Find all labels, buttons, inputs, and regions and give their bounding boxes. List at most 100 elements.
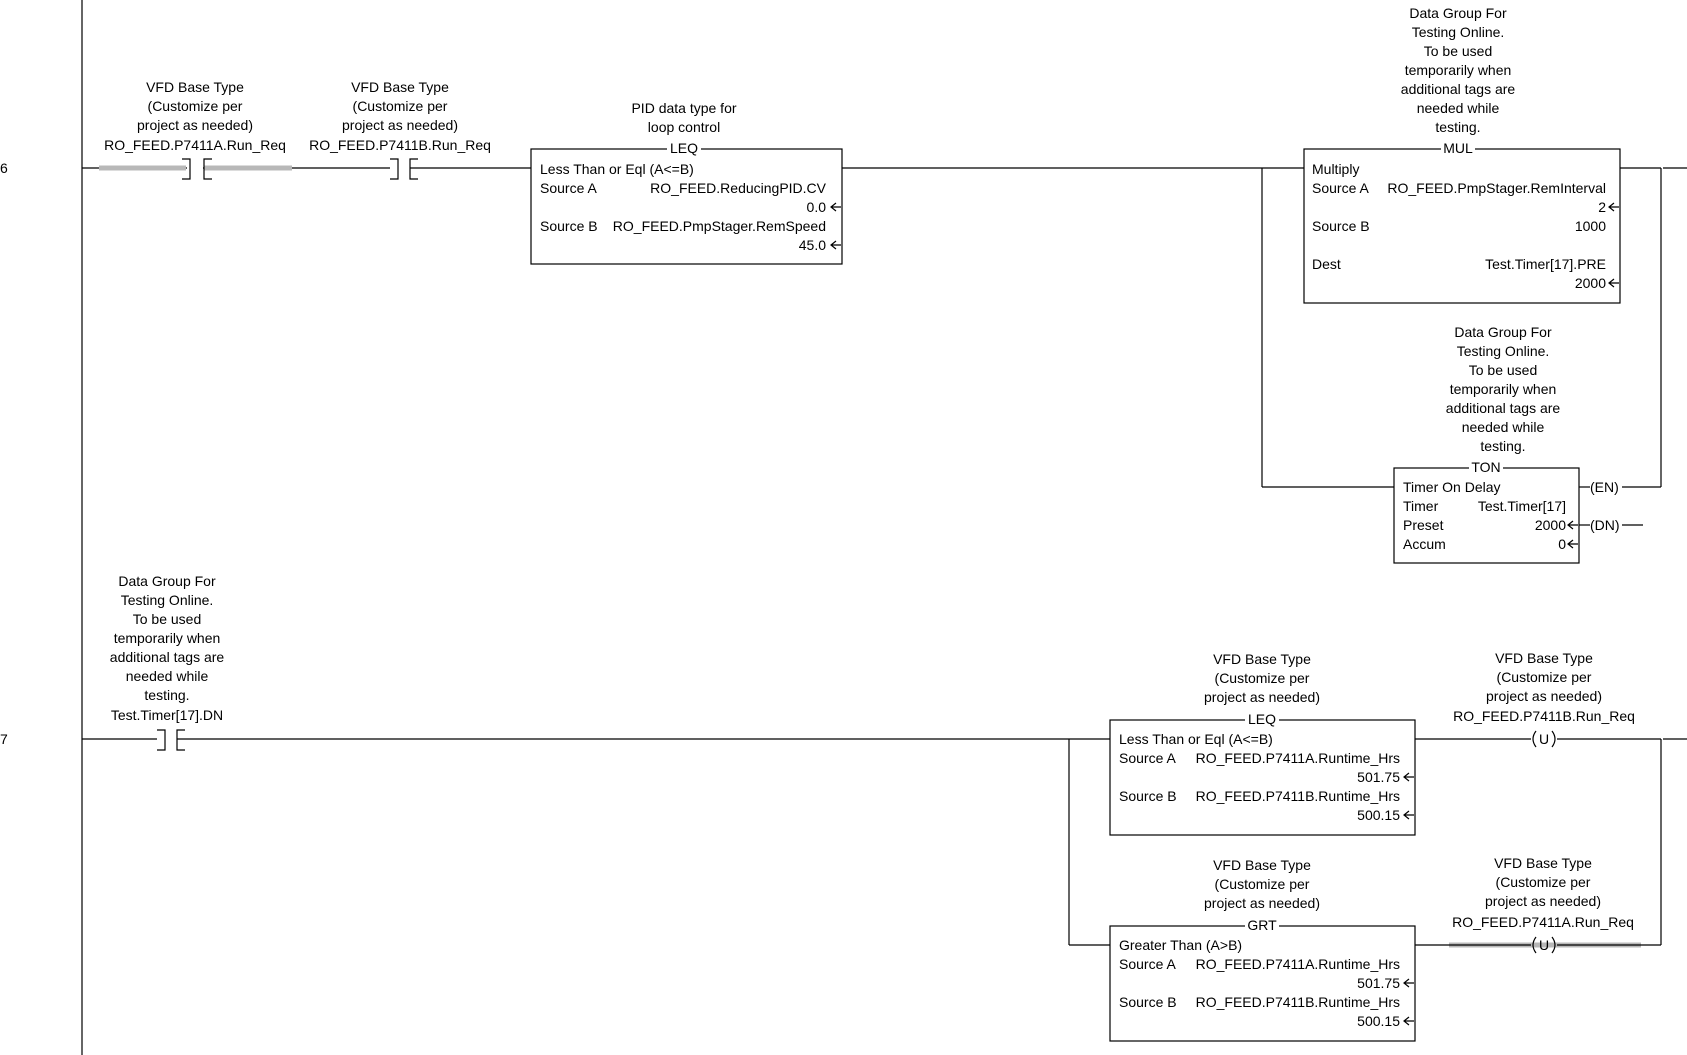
- instruction-mnemonic: GRT: [1247, 917, 1277, 933]
- preset-label: Preset: [1403, 517, 1444, 533]
- contact-description-line: project as needed): [137, 117, 253, 133]
- contact-tag[interactable]: RO_FEED.P7411B.Run_Req: [309, 137, 491, 153]
- coil-tag[interactable]: RO_FEED.P7411A.Run_Req: [1452, 914, 1634, 930]
- unlatch-coil-icon: [1532, 936, 1556, 954]
- instruction-description-line: testing.: [1480, 438, 1525, 454]
- coil-tag[interactable]: RO_FEED.P7411B.Run_Req: [1453, 708, 1635, 724]
- source-b-label: Source B: [1119, 994, 1177, 1010]
- contact-description-line: VFD Base Type: [146, 79, 244, 95]
- coil-description-line: (Customize per: [1496, 874, 1591, 890]
- grt-instruction[interactable]: VFD Base Type (Customize per project as …: [1109, 857, 1416, 1042]
- instruction-description-line: additional tags are: [1446, 400, 1561, 416]
- instruction-description-line: VFD Base Type: [1213, 857, 1311, 873]
- instruction-title: Less Than or Eql (A<=B): [1119, 731, 1273, 747]
- dn-bit: (DN): [1590, 517, 1620, 533]
- contact-p7411a-run-req[interactable]: VFD Base Type (Customize per project as …: [104, 79, 286, 180]
- instruction-description-line: temporarily when: [1450, 381, 1557, 397]
- dest-tag[interactable]: Test.Timer[17].PRE: [1485, 256, 1606, 272]
- instruction-description-line: Data Group For: [1454, 324, 1552, 340]
- contact-description-line: Data Group For: [118, 573, 216, 589]
- source-b-value[interactable]: 1000: [1575, 218, 1606, 234]
- source-b-value: 500.15: [1357, 807, 1400, 823]
- timer-label: Timer: [1403, 498, 1439, 514]
- contact-tag[interactable]: RO_FEED.P7411A.Run_Req: [104, 137, 286, 153]
- value-arrow-icon: [1403, 810, 1414, 820]
- instruction-description-line: testing.: [1435, 119, 1480, 135]
- leq-instruction-rung7[interactable]: VFD Base Type (Customize per project as …: [1109, 651, 1416, 836]
- contact-description-line: To be used: [133, 611, 202, 627]
- source-a-label: Source A: [1119, 750, 1176, 766]
- source-b-tag[interactable]: RO_FEED.P7411B.Runtime_Hrs: [1196, 788, 1400, 804]
- instruction-title: Less Than or Eql (A<=B): [540, 161, 694, 177]
- source-a-value: 2: [1598, 199, 1606, 215]
- xic-contact-icon: [182, 158, 212, 180]
- source-a-value: 0.0: [807, 199, 827, 215]
- instruction-description-line: additional tags are: [1401, 81, 1516, 97]
- source-b-label: Source B: [1312, 218, 1370, 234]
- source-a-tag[interactable]: RO_FEED.P7411A.Runtime_Hrs: [1196, 750, 1400, 766]
- instruction-description-line: temporarily when: [1405, 62, 1512, 78]
- mul-instruction[interactable]: Data Group For Testing Online. To be use…: [1303, 5, 1621, 304]
- timer-tag[interactable]: Test.Timer[17]: [1478, 498, 1566, 514]
- source-b-value: 45.0: [799, 237, 826, 253]
- instruction-description-line: needed while: [1462, 419, 1545, 435]
- value-arrow-icon: [1403, 772, 1414, 782]
- source-a-label: Source A: [1119, 956, 1176, 972]
- contact-timer-dn[interactable]: Data Group For Testing Online. To be use…: [110, 573, 225, 751]
- value-arrow-icon: [830, 240, 841, 250]
- contact-description-line: Testing Online.: [121, 592, 214, 608]
- source-a-label: Source A: [1312, 180, 1369, 196]
- leq-instruction-rung6[interactable]: PID data type for loop control LEQ Less …: [530, 100, 843, 265]
- source-a-tag[interactable]: RO_FEED.ReducingPID.CV: [650, 180, 827, 196]
- value-arrow-icon: [1608, 278, 1619, 288]
- source-b-label: Source B: [1119, 788, 1177, 804]
- coil-symbol: U: [1539, 937, 1549, 953]
- dest-label: Dest: [1312, 256, 1341, 272]
- instruction-description-line: Testing Online.: [1412, 24, 1505, 40]
- source-a-tag[interactable]: RO_FEED.P7411A.Runtime_Hrs: [1196, 956, 1400, 972]
- instruction-title: Multiply: [1312, 161, 1359, 177]
- instruction-mnemonic: LEQ: [1248, 711, 1276, 727]
- source-b-tag[interactable]: RO_FEED.PmpStager.RemSpeed: [613, 218, 826, 234]
- source-a-value: 501.75: [1357, 975, 1400, 991]
- preset-value[interactable]: 2000: [1535, 517, 1566, 533]
- value-arrow-icon: [1567, 539, 1578, 549]
- instruction-title: Timer On Delay: [1403, 479, 1501, 495]
- unlatch-coil-p7411b[interactable]: VFD Base Type (Customize per project as …: [1453, 650, 1635, 748]
- instruction-box: [1303, 148, 1621, 304]
- contact-tag[interactable]: Test.Timer[17].DN: [111, 707, 223, 723]
- instruction-description-line: (Customize per: [1215, 670, 1310, 686]
- xic-contact-icon: [390, 158, 418, 180]
- contact-p7411b-run-req[interactable]: VFD Base Type (Customize per project as …: [309, 79, 491, 180]
- instruction-description-line: To be used: [1469, 362, 1538, 378]
- coil-description-line: (Customize per: [1497, 669, 1592, 685]
- value-arrow-icon: [1608, 202, 1619, 212]
- unlatch-coil-p7411a[interactable]: VFD Base Type (Customize per project as …: [1452, 855, 1634, 954]
- instruction-box: [1109, 925, 1416, 1042]
- instruction-description-line: To be used: [1424, 43, 1493, 59]
- ton-instruction[interactable]: Data Group For Testing Online. To be use…: [1393, 324, 1661, 564]
- value-arrow-icon: [1403, 1016, 1414, 1026]
- instruction-description-line: PID data type for: [631, 100, 736, 116]
- instruction-description-line: (Customize per: [1215, 876, 1310, 892]
- contact-description-line: testing.: [144, 687, 189, 703]
- accum-value[interactable]: 0: [1558, 536, 1566, 552]
- contact-description-line: (Customize per: [353, 98, 448, 114]
- source-a-tag[interactable]: RO_FEED.PmpStager.RemInterval: [1387, 180, 1606, 196]
- contact-description-line: VFD Base Type: [351, 79, 449, 95]
- source-a-value: 501.75: [1357, 769, 1400, 785]
- unlatch-coil-icon: [1532, 730, 1556, 748]
- xic-contact-icon: [157, 729, 185, 751]
- instruction-description-line: project as needed): [1204, 689, 1320, 705]
- value-arrow-icon: [1567, 520, 1578, 530]
- instruction-description-line: Data Group For: [1409, 5, 1507, 21]
- instruction-description-line: loop control: [648, 119, 720, 135]
- instruction-box: [1109, 719, 1416, 836]
- rung-7[interactable]: 7 Data Group For Testing Online. To be u…: [0, 573, 1687, 1042]
- source-b-tag[interactable]: RO_FEED.P7411B.Runtime_Hrs: [1196, 994, 1400, 1010]
- instruction-title: Greater Than (A>B): [1119, 937, 1242, 953]
- instruction-mnemonic: MUL: [1443, 140, 1473, 156]
- rung-6[interactable]: 6 VFD Base Type (Customize per project a…: [0, 5, 1687, 564]
- en-bit: (EN): [1590, 479, 1619, 495]
